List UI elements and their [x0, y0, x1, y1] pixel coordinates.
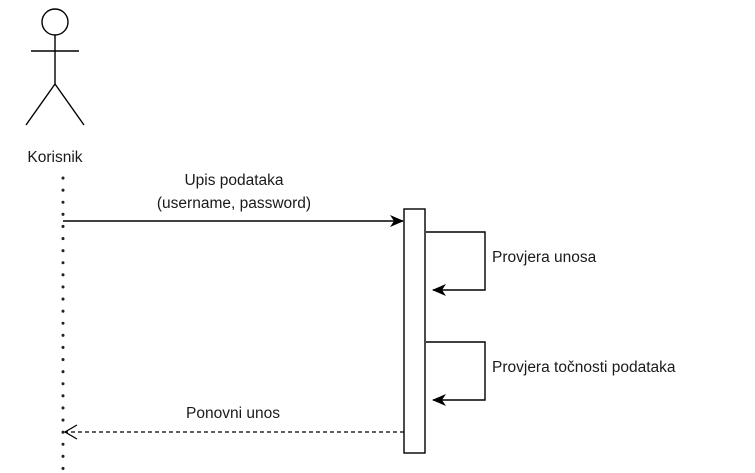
self-message-provjera-tocnosti-arrow	[426, 341, 486, 406]
message-upis-sublabel: (username, password)	[157, 195, 311, 212]
self-message-provjera-unosa-label: Provjera unosa	[492, 249, 597, 266]
actor-left-leg	[25, 83, 56, 126]
return-message-ponovni-unos-label: Ponovni unos	[186, 405, 280, 422]
self-message-provjera-unosa-arrow	[426, 231, 486, 296]
actor-name: Korisnik	[27, 149, 82, 166]
activation-bar	[403, 208, 426, 454]
actor-right-leg	[54, 83, 85, 126]
message-upis-label: Upis podataka	[184, 172, 283, 189]
actor-figure	[25, 8, 85, 126]
self-message-provjera-tocnosti-label: Provjera točnosti podataka	[492, 359, 676, 376]
return-message-ponovni-unos-arrowhead	[63, 424, 78, 440]
actor-head	[41, 8, 69, 36]
